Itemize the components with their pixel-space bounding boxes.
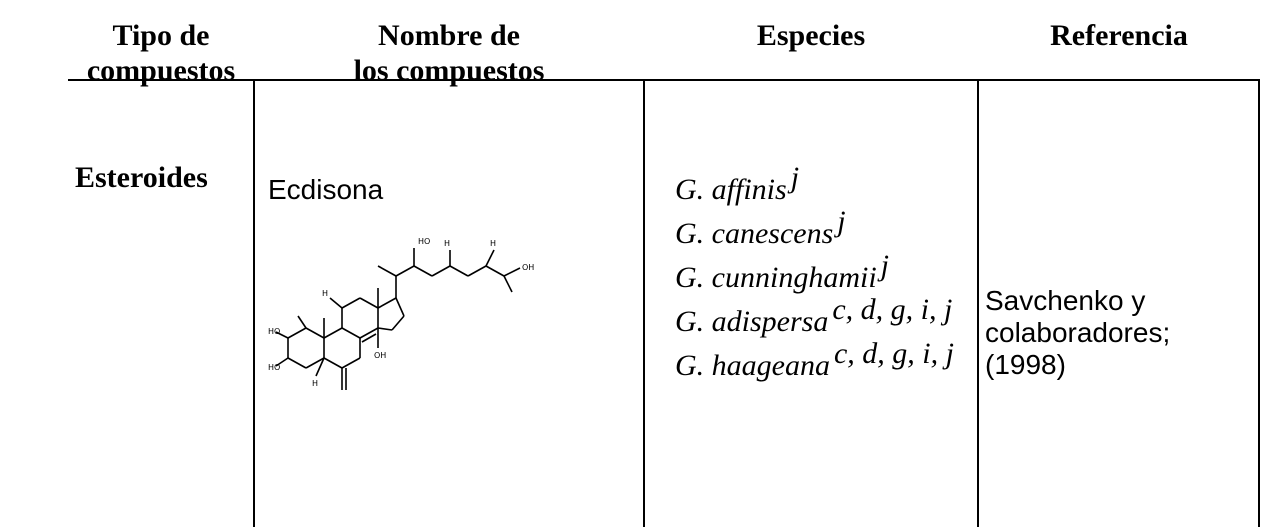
header-nombre: Nombre de los compuestos [254,0,644,87]
column-divider-4 [1258,80,1260,527]
label-oh-right: OH [522,263,534,272]
reference-line3: (1998) [985,349,1066,380]
label-ho-b: HO [268,363,280,372]
species-name: G. canescens [675,217,834,250]
ecdysone-structure: HO H H OH H HO HO OH H [268,237,534,390]
header-especies: Especies [644,0,978,80]
compound-name: Ecdisona [268,174,384,205]
label-h-side: H [444,239,450,248]
species-sup: j [837,205,846,238]
compound-type: Esteroides [75,161,208,194]
species-sup: c, d, g, i, j [833,337,954,370]
header-tipo-line2: compuestos [86,54,236,87]
species-name: G. adispersa [675,305,829,338]
header-tipo-line1: Tipo de [112,19,210,52]
species-sup: j [790,161,800,194]
header-divider [68,79,1260,81]
species-sup: j [880,249,889,282]
species-name: G. cunninghamii [675,261,877,294]
header-tipo: Tipo de compuestos [68,0,254,87]
species-sup: c, d, g, i, j [832,293,953,326]
header-nombre-line2: los compuestos [353,54,545,87]
header-referencia-text: Referencia [1050,19,1188,52]
header-referencia: Referencia [978,0,1260,80]
reference-text: Savchenko y colaboradores; (1998) [985,285,1170,381]
label-oh-c: OH [374,351,386,360]
reference-line1: Savchenko y [985,285,1146,316]
label-ho-a: HO [268,327,280,336]
header-nombre-line1: Nombre de [378,19,520,52]
species-name: G. haageana [675,349,830,382]
species-name: G. affinis [675,173,787,206]
header-especies-text: Especies [756,19,866,52]
label-h-bottom: H [312,379,318,388]
column-divider-3 [977,80,979,527]
column-divider-1 [253,80,255,527]
label-ho-top: HO [418,237,430,246]
column-divider-2 [643,80,645,527]
label-h-ring: H [322,289,328,298]
reference-line2: colaboradores; [985,317,1171,348]
label-h-right: H [490,239,496,248]
